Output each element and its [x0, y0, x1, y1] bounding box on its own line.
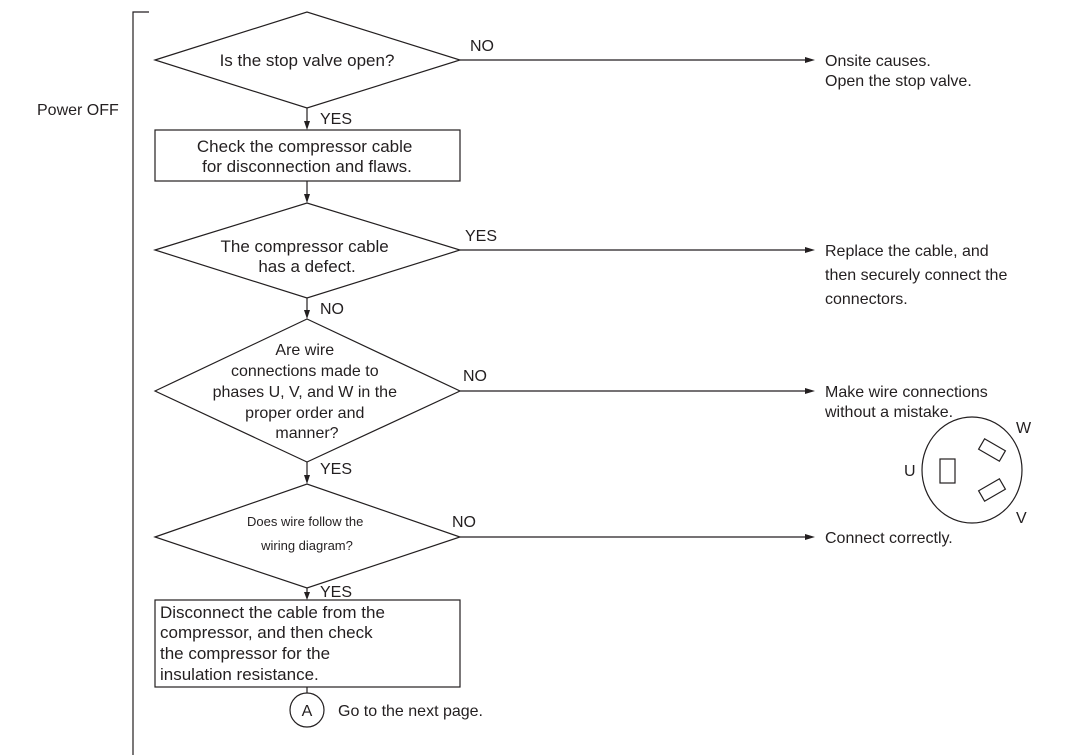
phase-w-label: W	[1016, 420, 1032, 437]
q2-no-label: NO	[320, 301, 344, 318]
arrowhead-q3-no	[805, 388, 815, 394]
process-disconnect-cable	[154, 599, 461, 688]
arrowhead-p1-q2	[304, 194, 310, 203]
process-check-cable	[154, 129, 461, 182]
power-off-bracket	[132, 11, 149, 755]
phase-u-label: U	[904, 463, 916, 480]
result-replace-cable: Replace the cable, and then securely con…	[825, 243, 1012, 308]
go-to-next-page-text: Go to the next page.	[338, 703, 483, 720]
terminal-pin-w	[977, 437, 1007, 463]
q2-yes-label: YES	[465, 228, 497, 245]
q1-no-label: NO	[470, 38, 494, 55]
q1-yes-label: YES	[320, 111, 352, 128]
q3-yes-label: YES	[320, 461, 352, 478]
phase-v-label: V	[1016, 510, 1027, 527]
power-off-label: Power OFF	[37, 102, 119, 119]
process-disconnect-cable-text: Disconnect the cable from the compressor…	[160, 603, 390, 684]
decision-wiring-diagram-text: Does wire follow the wiring diagram?	[247, 514, 367, 553]
result-make-wire-connections: Make wire connections without a mistake.	[824, 384, 992, 421]
process-check-cable-text: Check the compressor cable for disconnec…	[197, 137, 417, 176]
decision-wire-connections-text: Are wire connections made to phases U, V…	[213, 342, 402, 442]
arrowhead-q2-no	[304, 310, 310, 319]
decision-wiring-diagram	[153, 483, 462, 589]
q3-no-label: NO	[463, 368, 487, 385]
arrowhead-q1-yes	[304, 121, 310, 130]
compressor-terminal-illustration: U W V	[904, 416, 1032, 527]
result-connect-correctly: Connect correctly.	[825, 530, 953, 547]
arrowhead-q2-yes	[805, 247, 815, 253]
q4-yes-label: YES	[320, 584, 352, 601]
q4-no-label: NO	[452, 514, 476, 531]
terminal-pin-u	[939, 458, 956, 484]
arrowhead-q4-yes	[304, 592, 310, 600]
offpage-connector-a	[289, 692, 325, 728]
offpage-connector-a-label: A	[302, 703, 313, 720]
arrowhead-q4-no	[805, 534, 815, 540]
decision-stop-valve-text: Is the stop valve open?	[220, 51, 395, 70]
terminal-outline	[921, 416, 1023, 524]
arrowhead-q1-no	[805, 57, 815, 63]
arrowhead-q3-yes	[304, 475, 310, 484]
decision-cable-defect-text: The compressor cable has a defect.	[221, 237, 394, 276]
terminal-pin-v	[977, 477, 1007, 503]
result-onsite-causes: Onsite causes. Open the stop valve.	[825, 53, 972, 90]
